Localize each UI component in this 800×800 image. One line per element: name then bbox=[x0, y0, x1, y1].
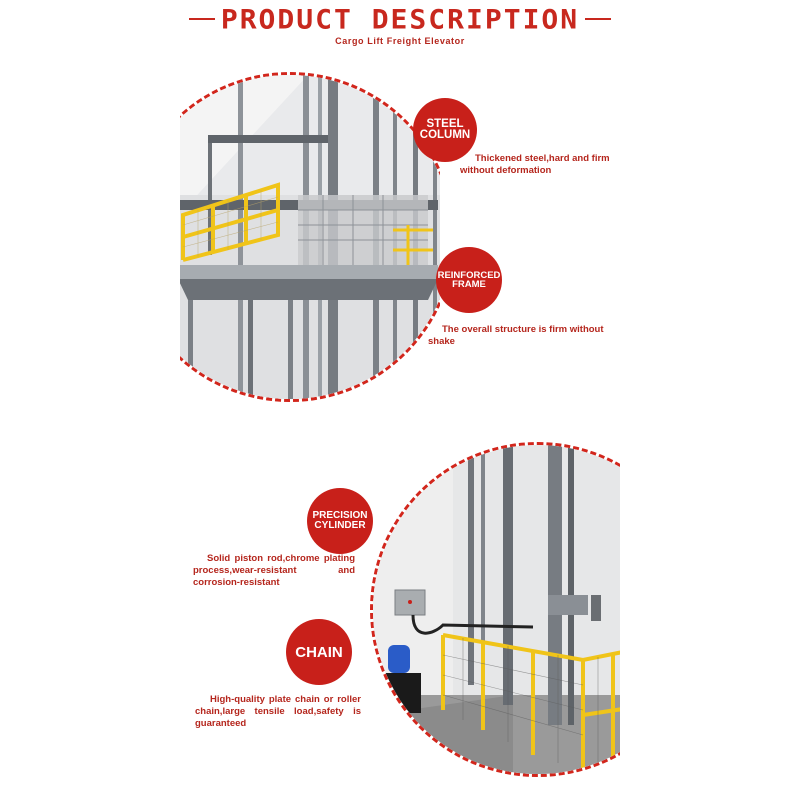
badge-line: PRECISION bbox=[312, 510, 368, 521]
bottom-photo-clip bbox=[360, 430, 620, 780]
badge-line: CYLINDER bbox=[314, 520, 366, 531]
reinforced-frame-description: The overall structure is firm without sh… bbox=[428, 324, 604, 347]
badge-line: STEEL bbox=[426, 117, 464, 130]
page-header: PRODUCT DESCRIPTION bbox=[180, 2, 620, 36]
badge-line: FRAME bbox=[452, 279, 486, 290]
badge-line: CHAIN bbox=[295, 643, 343, 661]
lift-illustration bbox=[373, 445, 620, 774]
precision-cylinder-description: Solid piston rod,chrome plating process,… bbox=[193, 553, 355, 588]
page-subtitle: Cargo Lift Freight Elevator bbox=[335, 36, 465, 46]
top-photo-clip bbox=[180, 60, 440, 410]
chain-badge: CHAIN bbox=[286, 619, 352, 685]
platform-illustration bbox=[180, 75, 440, 399]
page-title: PRODUCT DESCRIPTION bbox=[220, 3, 580, 35]
elevator-platform-photo bbox=[180, 72, 440, 402]
badge-line: REINFORCED bbox=[437, 269, 501, 281]
badge-line: COLUMN bbox=[419, 129, 471, 141]
steel-column-description: Thickened steel,hard and firm without de… bbox=[460, 153, 610, 176]
title-left-rule bbox=[188, 18, 215, 20]
hydraulic-lift-installation-photo bbox=[370, 442, 620, 777]
chain-description: High-quality plate chain or roller chain… bbox=[195, 694, 361, 729]
title-right-rule bbox=[585, 18, 612, 20]
